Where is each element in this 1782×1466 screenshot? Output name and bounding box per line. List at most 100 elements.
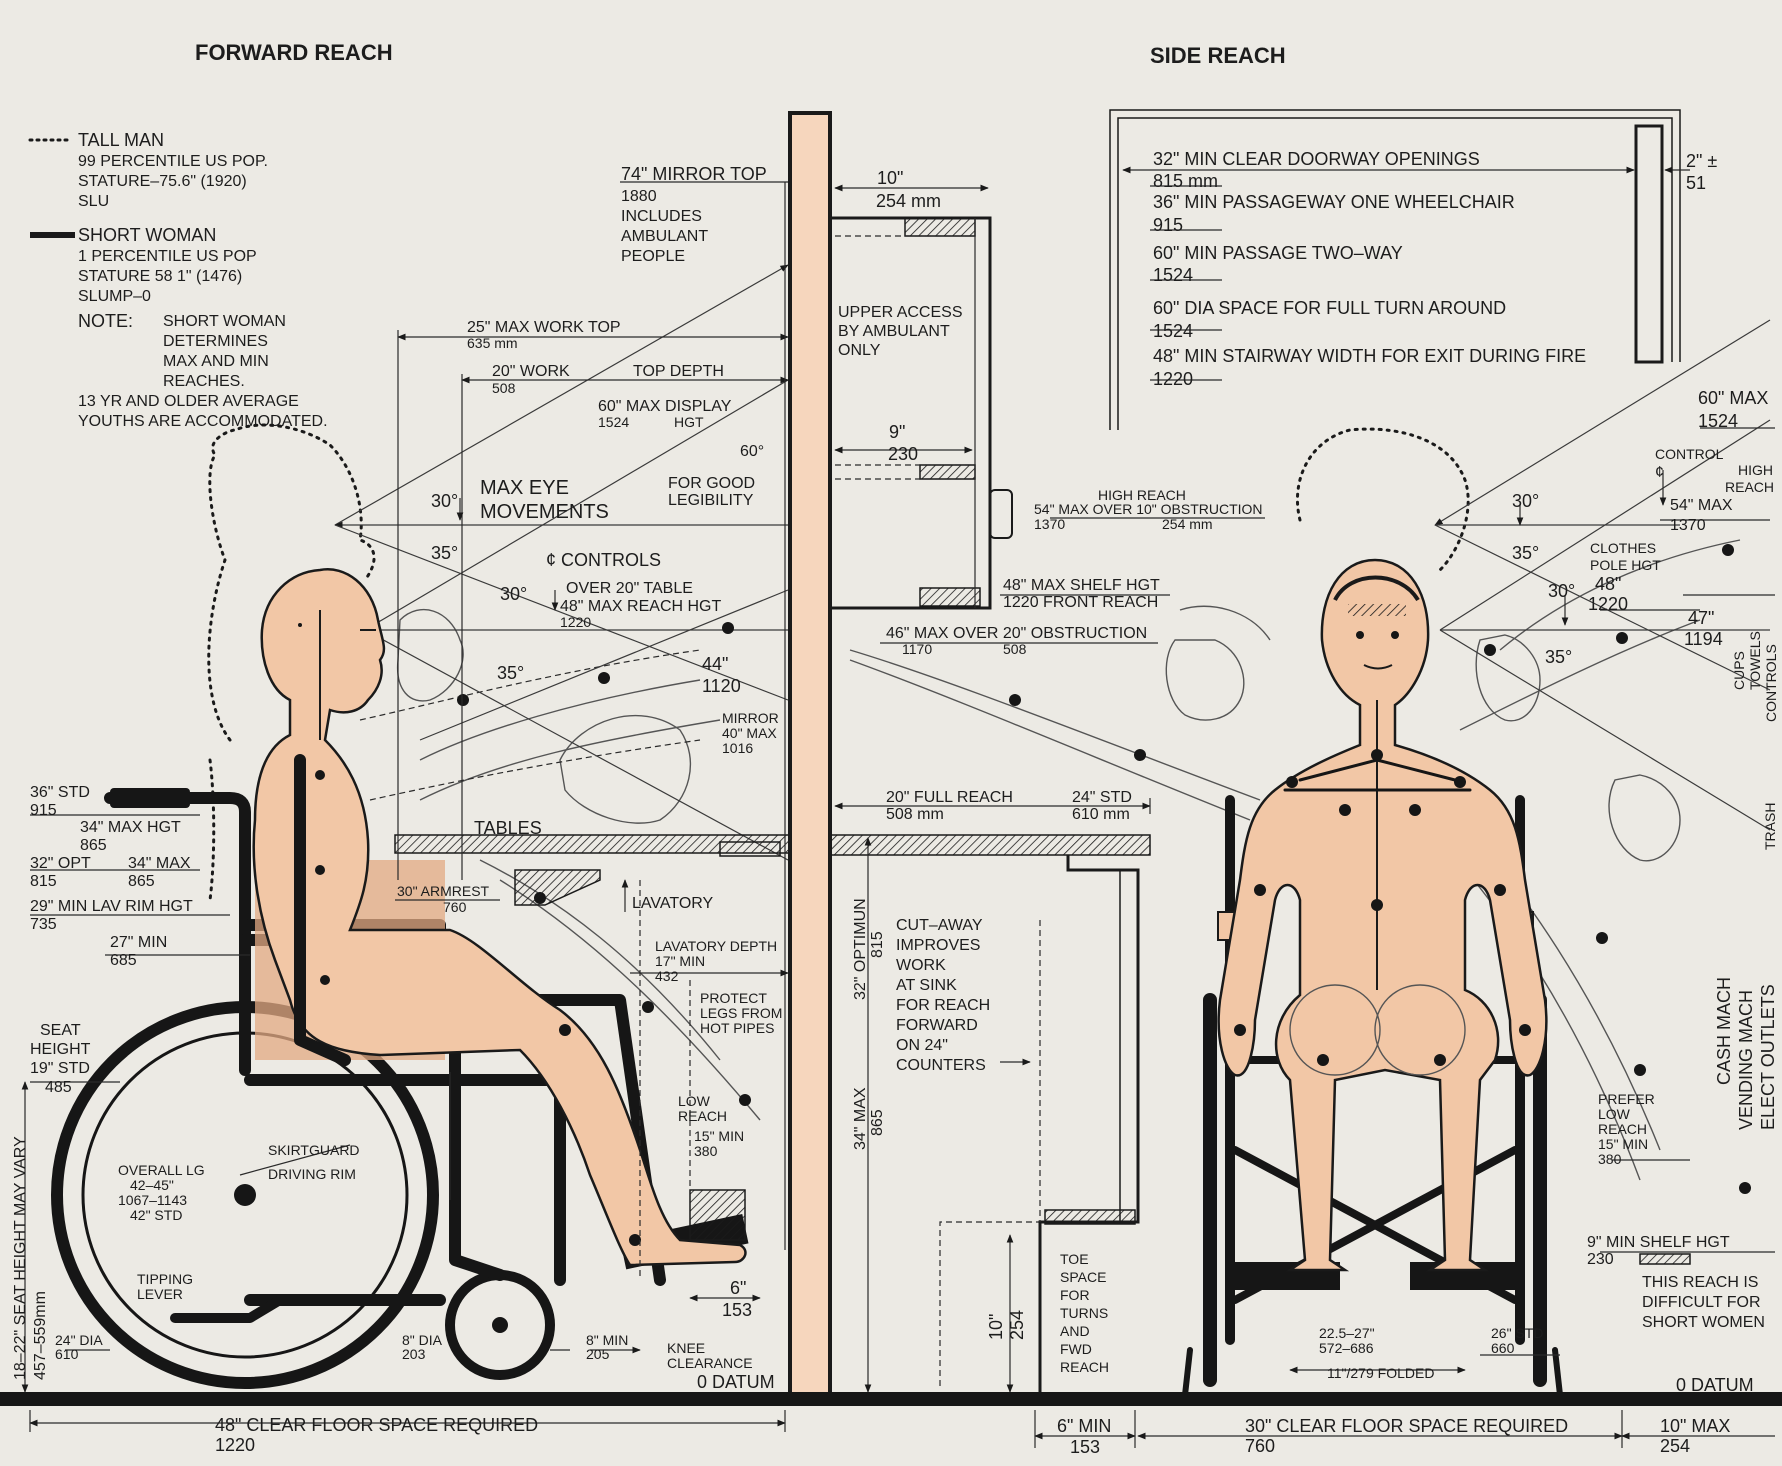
side-dimension-lines (1137, 427, 1775, 1448)
max10-label: 10" MAX (1660, 1416, 1730, 1436)
seat-vary-label: 18–22" SEAT HEIGHT MAY VARY (12, 1136, 29, 1380)
left-eye (1356, 631, 1364, 639)
low-reach-metric: 380 (694, 1143, 718, 1159)
joint-dot (320, 975, 330, 985)
overall-range: 42–45" (130, 1177, 174, 1193)
middle-dimension-lines (834, 184, 1265, 1448)
cutaway-label: IMPROVES (896, 937, 980, 954)
six-metric: 153 (722, 1300, 752, 1320)
caster-hub (492, 1317, 508, 1333)
seat-label: SEAT (40, 1022, 81, 1039)
low-reach-label: REACH (678, 1108, 727, 1124)
mirror-top-note: AMBULANT (621, 228, 708, 245)
forward-reach-heading: FORWARD REACH (195, 40, 393, 65)
counter (829, 834, 1151, 1392)
angle-label: 35° (431, 543, 458, 563)
high-reach-metric: 254 mm (1162, 516, 1213, 532)
seat-label: HEIGHT (30, 1041, 91, 1058)
toe-space-label: SPACE (1060, 1269, 1106, 1285)
prefer-metric: 380 (1598, 1151, 1622, 1167)
lav-depth-metric: 432 (655, 968, 679, 984)
passageway-metric: 915 (1153, 215, 1183, 235)
high-reach-line: 54" MAX OVER 10" OBSTRUCTION (1034, 501, 1263, 517)
ear-dot (298, 623, 302, 627)
protect-label: LEGS FROM (700, 1005, 782, 1021)
cabinet-label: 10" (877, 168, 903, 188)
legend: TALL MAN 99 PERCENTILE US POP. STATURE–7… (28, 130, 328, 430)
middle-labels: 10" 254 mm UPPER ACCESS BY AMBULANT ONLY… (838, 168, 1263, 1457)
max-eye-label: MOVEMENTS (480, 501, 609, 523)
r47-label: 47" (1688, 608, 1714, 628)
note-line: REACHES. (163, 373, 245, 390)
ghost-arm (479, 859, 721, 1061)
stairway-label: 48" MIN STAIRWAY WIDTH FOR EXIT DURING F… (1153, 346, 1586, 366)
cutaway-label: WORK (896, 957, 946, 974)
toe-kick (1044, 1209, 1136, 1225)
floor-label: 48" CLEAR FLOOR SPACE REQUIRED (215, 1415, 538, 1435)
lav-depth-label: LAVATORY DEPTH (655, 938, 777, 954)
legibility-label: FOR GOOD (668, 475, 755, 492)
display-hgt: HGT (674, 414, 704, 430)
mirror-max: 40" MAX (722, 725, 777, 741)
shelf48-metric: 1220 FRONT REACH (1003, 594, 1158, 611)
two-in-label: 2" ± (1686, 151, 1717, 171)
reach46-metric: 1170 (902, 641, 932, 657)
side-reach-heading: SIDE REACH (1150, 43, 1286, 68)
right-thigh-circle (1374, 984, 1466, 1076)
dia8-metric: 203 (402, 1346, 426, 1362)
full-reach-label: 20" FULL REACH (886, 789, 1013, 806)
min8-label: 8" MIN (586, 1332, 628, 1348)
low-reach-min: 15" MIN (694, 1128, 744, 1144)
tipping-lever (170, 1295, 285, 1323)
joint-dot (315, 770, 325, 780)
clothes-metric: 1220 (1588, 594, 1628, 614)
joint-dot (315, 865, 325, 875)
short-woman-line: STATURE 58 1" (1476) (78, 268, 242, 285)
angle-label: 35° (1545, 647, 1572, 667)
dia24-label: 24" DIA (55, 1332, 103, 1348)
tall-man-silhouette (207, 423, 376, 902)
nine-metric: 230 (888, 444, 918, 464)
toe-space-label: TURNS (1060, 1305, 1108, 1321)
control-label: CONTROL (1655, 446, 1724, 462)
reach-44-metric: 1120 (702, 676, 741, 696)
dia8-label: 8" DIA (402, 1332, 443, 1348)
knee-label: CLEARANCE (667, 1355, 753, 1371)
side-doorway-labels: 32" MIN CLEAR DOORWAY OPENINGS 815 mm 36… (1153, 149, 1717, 389)
std36-metric: 915 (30, 802, 57, 819)
doorway-metric: 815 mm (1153, 171, 1218, 191)
std26-label: 26" STD (1491, 1325, 1543, 1341)
high-reach-label: HIGH REACH (1098, 487, 1186, 503)
ghost-arm (419, 719, 721, 801)
low-reach-label: LOW (678, 1093, 711, 1109)
min27-metric: 685 (110, 952, 137, 969)
mirror-metric: 1016 (722, 740, 753, 756)
toe-space-label: AND (1060, 1323, 1090, 1339)
angle-label: 30° (1548, 581, 1575, 601)
max10-metric: 254 (1660, 1436, 1690, 1456)
mirror-top-metric: 1880 (621, 188, 657, 205)
lav-rim-metric: 735 (30, 916, 57, 933)
woman-arm (294, 754, 351, 1066)
mirror-top-note: INCLUDES (621, 208, 702, 225)
r47-metric: 1194 (1684, 629, 1723, 649)
side-datum-label: 0 DATUM (1676, 1375, 1754, 1395)
joint-dot (559, 1024, 571, 1036)
right-eye (1391, 631, 1399, 639)
prefer-label: REACH (1598, 1121, 1647, 1137)
seat-vary-metric: 457–559mm (32, 1291, 49, 1380)
control-symbol: ¢ (1655, 464, 1664, 481)
optimum-metric: 815 (869, 931, 886, 958)
display-metric: 1524 (598, 414, 629, 430)
short-woman-line: 1 PERCENTILE US POP (78, 248, 257, 265)
toe-space-label: FWD (1060, 1341, 1092, 1357)
note-line: MAX AND MIN (163, 353, 269, 370)
clothes-label: CLOTHES (1590, 540, 1656, 556)
upper-access-label: UPPER ACCESS (838, 304, 962, 321)
side-floor-metric: 760 (1245, 1436, 1275, 1456)
seat-width-label: 22.5–27" (1319, 1325, 1375, 1341)
turn-label: 60" DIA SPACE FOR FULL TURN AROUND (1153, 298, 1506, 318)
reach46-metric: 508 (1003, 641, 1027, 657)
toe-space-label: TOE (1060, 1251, 1089, 1267)
